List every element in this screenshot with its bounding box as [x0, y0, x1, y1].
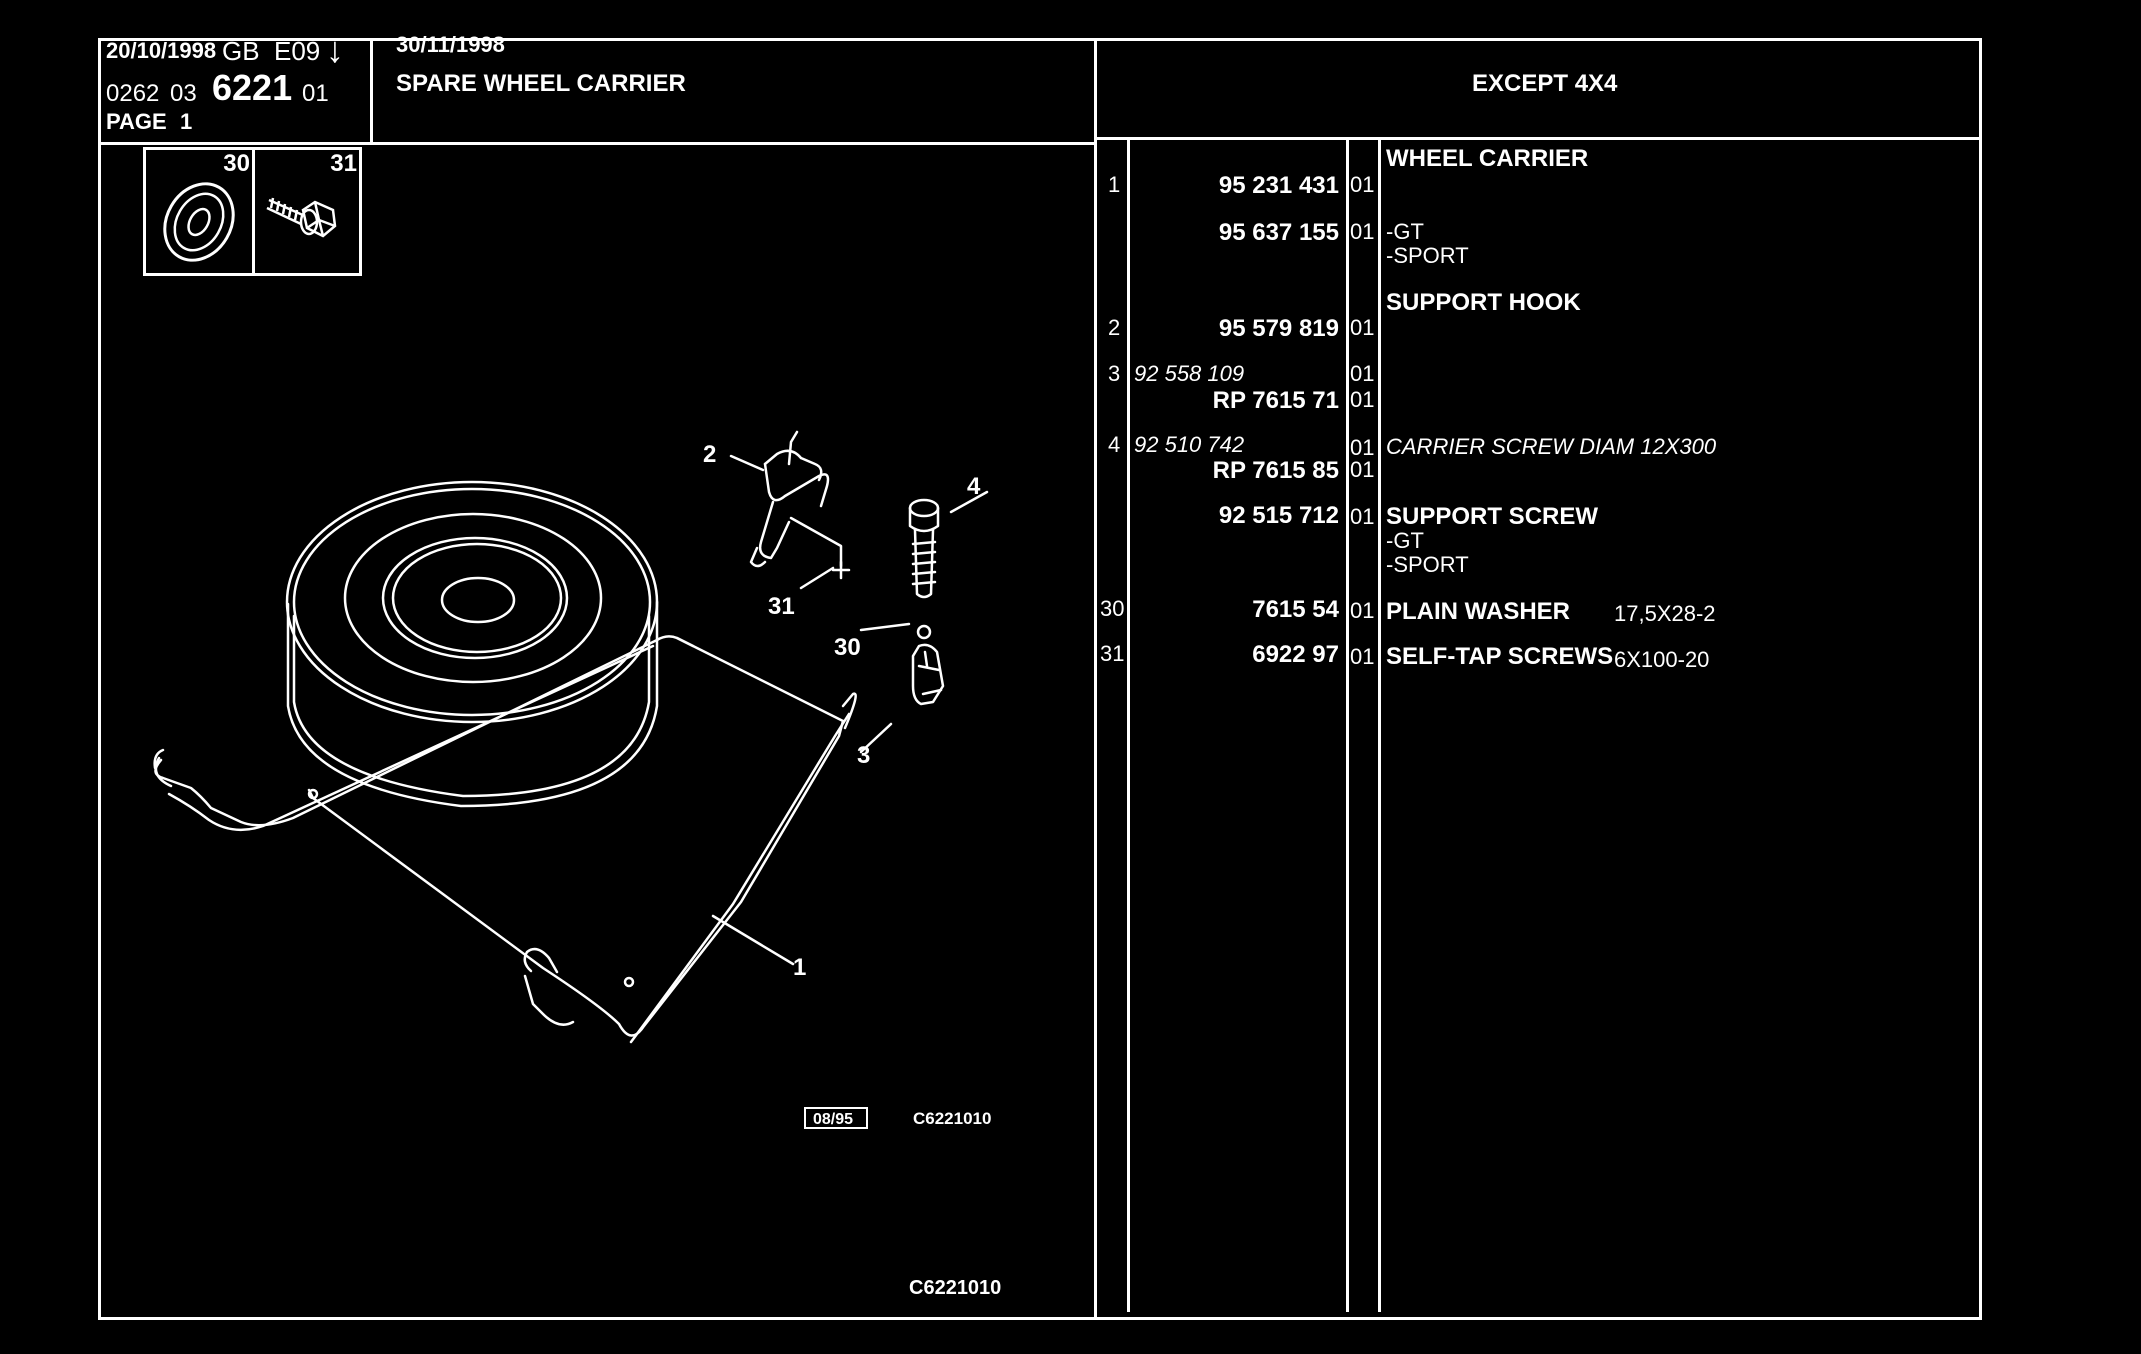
part-reference: 95 579 819 — [1218, 315, 1339, 342]
column-divider-ref-a — [1346, 140, 1349, 1312]
support-screw — [908, 498, 940, 599]
part-quantity: 01 — [1350, 387, 1375, 412]
part-reference: RP 7615 85 — [1212, 457, 1339, 484]
washer-icon — [163, 182, 235, 262]
part-item-number: 2 — [1108, 315, 1121, 340]
part-quantity: 01 — [1350, 219, 1375, 244]
wheel-carrier-frame — [153, 635, 857, 1044]
callout-2: 2 — [703, 441, 716, 468]
part-reference-italic: 92 510 742 — [1134, 432, 1245, 457]
part-quantity: 01 — [1350, 644, 1375, 669]
header-bottom-rule-right — [1097, 137, 1982, 140]
part-item-number: 31 — [1100, 641, 1125, 666]
part-description: SUPPORT HOOK — [1386, 289, 1581, 316]
part-reference-italic: 92 558 109 — [1134, 361, 1245, 386]
region-code: GB — [222, 36, 260, 66]
part-description: -GT — [1386, 528, 1424, 553]
part-description: WHEEL CARRIER — [1386, 145, 1589, 172]
header-bottom-rule-left — [100, 142, 1097, 145]
footer-code: C6221010 — [909, 1277, 1001, 1296]
part-quantity: 01 — [1350, 435, 1375, 460]
thumbnail-screw: 31 — [252, 147, 362, 276]
page-title: SPARE WHEEL CARRIER — [396, 70, 686, 97]
part-description: -GT — [1386, 219, 1424, 244]
page-number: 1 — [180, 109, 193, 134]
part-item-number: 30 — [1100, 596, 1125, 621]
part-item-number: 1 — [1108, 172, 1121, 197]
part-quantity: 01 — [1350, 315, 1375, 340]
part-reference: 6922 97 — [1252, 641, 1339, 668]
callout-1: 1 — [793, 954, 806, 981]
self-tap-clip — [911, 643, 945, 706]
part-reference: RP 7615 71 — [1212, 387, 1339, 414]
callout-3: 3 — [857, 742, 870, 769]
plate-variant: 01 — [302, 80, 329, 107]
part-reference: 7615 54 — [1252, 596, 1339, 623]
down-arrow-icon: ↓ — [326, 29, 344, 70]
part-description-spec: 6X100-20 — [1614, 647, 1710, 672]
column-divider-main — [1094, 38, 1097, 1320]
catalog-group: 03 — [170, 80, 197, 107]
edition-date: 20/10/1998 — [106, 38, 217, 63]
edition-code: E09 — [274, 36, 321, 66]
part-description: CARRIER SCREW DIAM 12X300 — [1386, 434, 1717, 459]
part-description: PLAIN WASHER — [1386, 598, 1571, 625]
page-label: PAGE — [106, 109, 167, 134]
figure-code: C6221010 — [913, 1109, 991, 1128]
callout-31: 31 — [768, 593, 795, 620]
plate-number: 6221 — [212, 67, 293, 108]
support-hook — [749, 430, 851, 580]
callout-30: 30 — [834, 634, 861, 661]
part-quantity: 01 — [1350, 457, 1375, 482]
part-item-number: 4 — [1108, 432, 1121, 457]
part-reference: 95 231 431 — [1218, 172, 1339, 199]
part-description: SUPPORT SCREW — [1386, 503, 1599, 530]
part-quantity: 01 — [1350, 172, 1375, 197]
part-reference: 92 515 712 — [1218, 502, 1339, 529]
column-divider-item — [1127, 140, 1130, 1312]
part-reference: 95 637 155 — [1218, 219, 1339, 246]
date-box-text: 08/95 — [813, 1111, 853, 1128]
screw-icon — [266, 197, 337, 238]
part-description: -SPORT — [1386, 552, 1469, 577]
part-item-number: 3 — [1108, 361, 1121, 386]
thumbnail-number: 31 — [330, 150, 357, 177]
part-quantity: 01 — [1350, 361, 1375, 386]
part-description: SELF-TAP SCREWS — [1386, 643, 1614, 670]
update-date: 30/11/1998 — [396, 32, 505, 57]
spare-wheel — [285, 480, 659, 808]
part-quantity: 01 — [1350, 598, 1375, 623]
column-divider-ref-b — [1378, 140, 1381, 1312]
applicability-label: EXCEPT 4X4 — [1472, 70, 1618, 97]
callout-4: 4 — [967, 473, 981, 500]
header-divider-1 — [370, 38, 373, 143]
part-description-spec: 17,5X28-2 — [1614, 601, 1716, 626]
page-frame — [98, 38, 1982, 1320]
part-description: -SPORT — [1386, 243, 1469, 268]
date-box — [804, 1107, 868, 1129]
catalog-prefix: 0262 — [106, 80, 160, 107]
exploded-diagram: 2 4 31 30 3 1 08/95 C6221010 C6221010 — [153, 430, 1001, 1296]
thumbnail-number: 30 — [223, 150, 250, 177]
plain-washer — [916, 624, 932, 640]
part-quantity: 01 — [1350, 504, 1375, 529]
